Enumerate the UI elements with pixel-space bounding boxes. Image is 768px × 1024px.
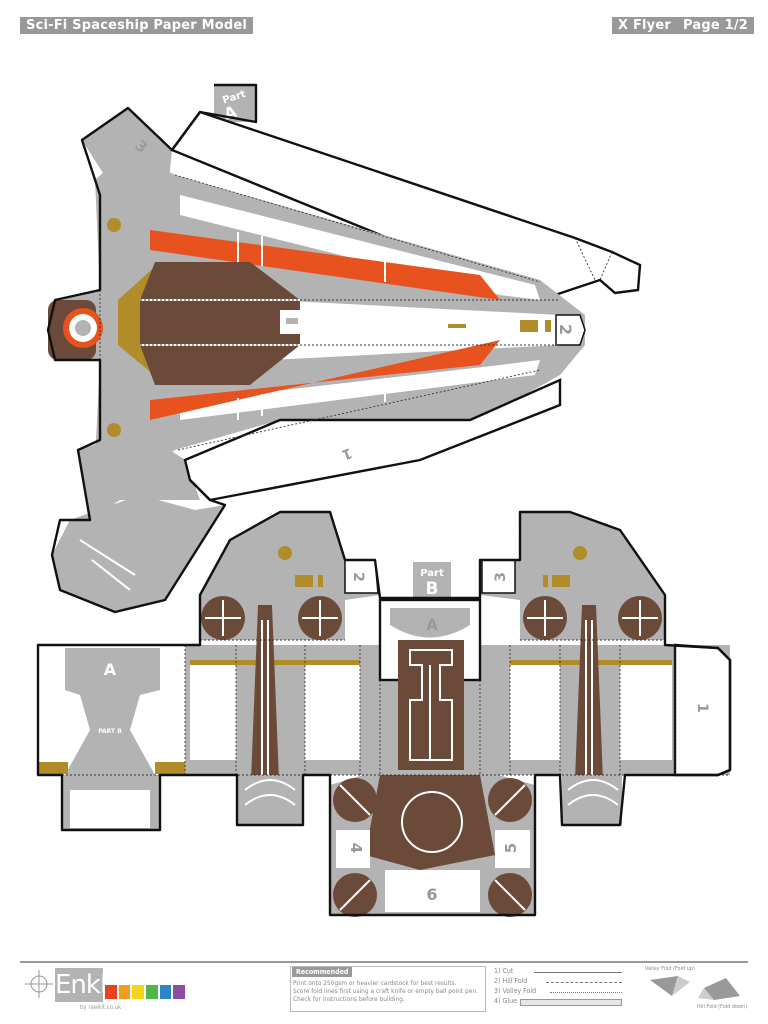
section-letter-a-left: A [104, 660, 117, 679]
swatch-red [105, 985, 117, 999]
box-number-6: 6 [426, 885, 437, 904]
key-row-cut: 1) Cut [494, 967, 634, 976]
lower-wing [78, 430, 200, 520]
valley-fold-label: Valley Fold (Fold up) [645, 966, 695, 972]
part-b-tab-label: Part [420, 568, 444, 579]
recommended-heading: Recommended [292, 967, 353, 977]
enkl-logo: Enkl [55, 968, 107, 1002]
part-b-small-label: PART B [98, 728, 122, 735]
part-b-tab-letter: B [426, 579, 439, 599]
footer-divider [20, 961, 748, 963]
key-row-hill: 2) Hill Fold [494, 977, 634, 986]
swatch-purple [173, 985, 186, 999]
upper-flap [170, 110, 642, 302]
key-label: 2) Hill Fold [494, 977, 528, 985]
pod-number-3: 3 [493, 572, 509, 582]
key-row-valley: 3) Valley Fold [494, 987, 634, 996]
key-label: 3) Valley Fold [494, 987, 537, 995]
nose-number-2: 2 [556, 324, 575, 335]
swatch-blue [159, 985, 172, 999]
color-swatches [105, 985, 186, 999]
recommended-line: Print onto 250gsm or heavier cardstock f… [293, 979, 457, 987]
page-number-badge: Page 1/2 [677, 17, 755, 34]
model-name-badge: X Flyer [612, 17, 677, 34]
box-number-5: 5 [502, 843, 520, 853]
registration-mark-icon [25, 970, 53, 998]
swatch-orange [118, 985, 131, 999]
box-number-4: 4 [347, 843, 365, 853]
part-a-tab [214, 85, 256, 122]
part-b-tab [413, 562, 451, 598]
part-a-hull: Part A 3 1 [46, 83, 642, 614]
key-row-glue: 4) Glue [494, 997, 634, 1006]
end-flap-number-1: 1 [694, 703, 710, 713]
papercraft-sheet: .g{fill:#b3b3b3;} .w{fill:#ffffff;} .b{f… [36, 83, 732, 917]
hill-fold-label: Hill Fold (Fold down) [697, 1004, 748, 1010]
swatch-green [146, 985, 158, 999]
key-label: 4) Glue [494, 997, 517, 1005]
right-pod-keel [574, 605, 604, 805]
recommended-box [290, 966, 486, 1012]
logo-byline: by rawkit.co.uk [80, 1004, 122, 1011]
recommended-line: Check for instructions before building. [293, 995, 405, 1003]
recommended-text: Print onto 250gsm or heavier cardstock f… [293, 979, 483, 1003]
cockpit-canopy [140, 262, 300, 385]
swatch-yellow [132, 985, 145, 999]
key-label: 1) Cut [494, 967, 514, 975]
section-letter-a-center: A [426, 616, 438, 634]
bottom-left-fin [52, 495, 225, 612]
part-b-hull: Part B 2 3 A PART B [36, 510, 732, 917]
fold-diagram-icon [650, 976, 740, 1000]
pod-number-2: 2 [350, 572, 366, 582]
left-pod-keel [250, 605, 280, 805]
page-title: Sci-Fi Spaceship Paper Model [20, 17, 254, 34]
recommended-line: Score fold lines first using a craft kni… [293, 987, 478, 995]
